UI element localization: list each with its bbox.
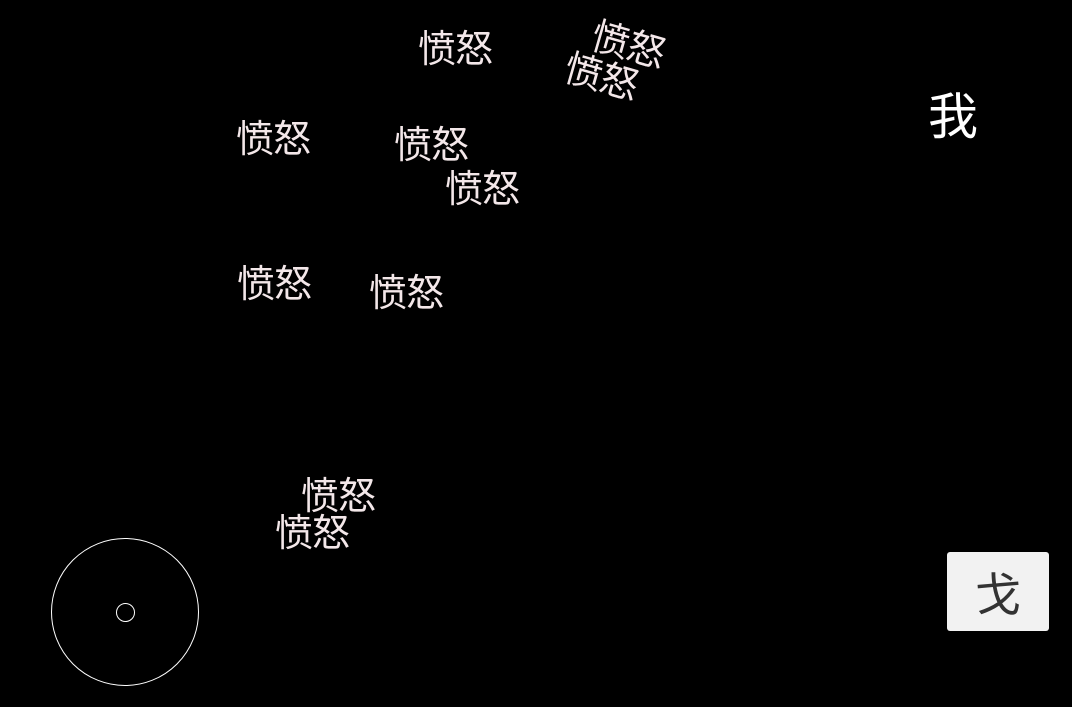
joystick-knob[interactable] (116, 603, 135, 622)
enemy-anger-5: 愤怒 (394, 123, 469, 167)
enemy-anger-8: 愤怒 (369, 271, 444, 315)
enemy-anger-7: 愤怒 (237, 262, 312, 306)
player-character: 我 (928, 88, 978, 146)
enemy-anger-4: 愤怒 (236, 117, 311, 161)
attack-button-label: 戈 (975, 567, 1021, 622)
virtual-joystick[interactable] (51, 538, 199, 686)
enemy-anger-10: 愤怒 (275, 511, 350, 555)
enemy-anger-9: 愤怒 (301, 474, 376, 518)
enemy-anger-6: 愤怒 (445, 167, 520, 211)
enemy-anger-1: 愤怒 (418, 27, 493, 71)
attack-button[interactable]: 戈 (947, 552, 1049, 631)
